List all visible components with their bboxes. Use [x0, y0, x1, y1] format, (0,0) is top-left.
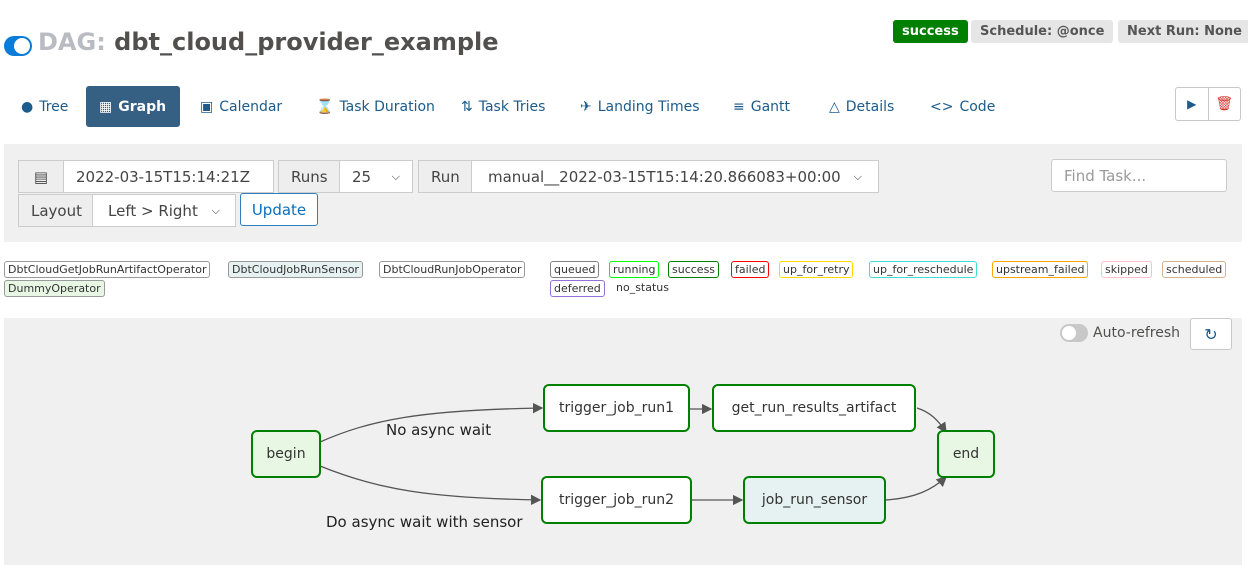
task-node-begin[interactable]: begin	[251, 430, 321, 478]
update-button[interactable]: Update	[240, 193, 318, 226]
layout-select[interactable]: Left > Right ⌵	[92, 194, 236, 227]
legend-state-failed[interactable]: failed	[731, 261, 770, 278]
edge-begin-trigger1	[319, 402, 544, 443]
tab-label: Gantt	[750, 98, 791, 115]
dag-prefix: DAG:	[38, 28, 106, 56]
tree-icon: ●	[21, 98, 34, 115]
legend-operator: DbtCloudGetJobRunArtifactOperator	[4, 261, 211, 278]
tab-label: Calendar	[219, 98, 283, 115]
task-node-job-run-sensor[interactable]: job_run_sensor	[743, 476, 886, 524]
chevron-down-icon: ⌵	[853, 169, 862, 183]
find-task-input[interactable]: Find Task...	[1051, 159, 1227, 192]
refresh-button[interactable]: ↻	[1190, 318, 1232, 350]
play-icon: ▶	[1187, 97, 1197, 111]
plane-landing-icon: ✈	[580, 98, 592, 115]
trigger-dag-button[interactable]: ▶	[1176, 88, 1209, 120]
legend-state-upstream-failed[interactable]: upstream_failed	[992, 261, 1089, 278]
tab-label: Details	[845, 98, 895, 115]
trash-icon: 🗑	[1215, 96, 1234, 112]
tab-task-tries[interactable]: ⇅ Task Tries	[448, 86, 558, 127]
tab-label: Tree	[39, 98, 69, 115]
legend-state-queued[interactable]: queued	[550, 261, 600, 278]
legend-operator: DummyOperator	[4, 280, 105, 297]
tab-code[interactable]: <> Code	[917, 86, 1008, 127]
tab-landing-times[interactable]: ✈ Landing Times	[567, 86, 713, 127]
legend-operator: DbtCloudRunJobOperator	[379, 261, 526, 278]
tab-tree[interactable]: ● Tree	[8, 86, 81, 127]
execution-date-input[interactable]: 2022-03-15T15:14:21Z	[63, 160, 274, 193]
legend-state-scheduled[interactable]: scheduled	[1162, 261, 1227, 278]
legend-state-no-status[interactable]: no_status	[616, 281, 670, 294]
calendar-icon: ▣	[200, 98, 214, 115]
task-node-trigger-job-run1[interactable]: trigger_job_run1	[543, 384, 690, 432]
dag-pause-toggle[interactable]	[4, 36, 32, 56]
delete-dag-button[interactable]: 🗑	[1209, 88, 1241, 120]
tab-calendar[interactable]: ▣ Calendar	[187, 86, 295, 127]
runs-label: Runs	[278, 160, 340, 193]
hourglass-icon: ⌛	[316, 98, 334, 115]
edge-begin-trigger2	[319, 465, 542, 506]
tab-label: Task Duration	[339, 98, 435, 115]
chevron-down-icon: ⌵	[391, 169, 400, 183]
runs-select[interactable]: 25 ⌵	[339, 160, 413, 193]
tab-label: Task Tries	[478, 98, 546, 115]
edge-sensor-end	[885, 476, 947, 501]
auto-refresh-toggle[interactable]	[1060, 324, 1088, 342]
graph-controls: ▤ 2022-03-15T15:14:21Z Runs 25 ⌵ Run manu…	[4, 144, 1242, 242]
edge-label-no-async: No async wait	[386, 421, 492, 439]
legend-state-skipped[interactable]: skipped	[1101, 261, 1152, 278]
legend-state-deferred[interactable]: deferred	[550, 280, 605, 297]
task-node-trigger-job-run2[interactable]: trigger_job_run2	[541, 476, 692, 524]
legend-state-running[interactable]: running	[609, 261, 660, 278]
schedule-badge: Schedule: @once	[971, 20, 1114, 43]
run-label: Run	[418, 160, 472, 193]
edge-artifact-end	[916, 407, 947, 434]
legend-state-up-for-reschedule[interactable]: up_for_reschedule	[869, 261, 978, 278]
tab-graph[interactable]: ▦ Graph	[86, 86, 180, 127]
graph-icon: ▦	[99, 98, 113, 115]
legend-state-success[interactable]: success	[668, 261, 720, 278]
page-title: DAG: dbt_cloud_provider_example	[38, 28, 499, 56]
task-node-get-run-results-artifact[interactable]: get_run_results_artifact	[712, 384, 916, 432]
auto-refresh-label: Auto-refresh	[1093, 325, 1181, 341]
refresh-icon: ↻	[1204, 324, 1218, 344]
legend-operator: DbtCloudJobRunSensor	[228, 261, 363, 278]
toggle-knob	[14, 38, 30, 54]
dag-name: dbt_cloud_provider_example	[114, 28, 499, 56]
tab-label: Landing Times	[597, 98, 700, 115]
task-node-end[interactable]: end	[937, 430, 995, 478]
run-select[interactable]: manual__2022-03-15T15:14:20.866083+00:00…	[471, 160, 879, 193]
layout-label: Layout	[18, 194, 93, 227]
tab-gantt[interactable]: ≡ Gantt	[720, 86, 803, 127]
code-icon: <>	[930, 98, 954, 115]
toggle-knob	[1062, 326, 1076, 340]
tab-task-duration[interactable]: ⌛ Task Duration	[303, 86, 448, 127]
state-badge: success	[893, 20, 968, 43]
next-run-badge: Next Run: None	[1118, 20, 1248, 43]
layout-value: Left > Right	[108, 201, 198, 220]
run-value: manual__2022-03-15T15:14:20.866083+00:00	[488, 167, 841, 186]
tab-details[interactable]: △ Details	[816, 86, 907, 127]
calendar-icon: ▤	[18, 160, 64, 193]
runs-value: 25	[352, 167, 372, 186]
retry-icon: ⇅	[461, 98, 473, 115]
tab-label: Graph	[118, 98, 167, 115]
dag-actions: ▶ 🗑	[1175, 87, 1241, 121]
warning-triangle-icon: △	[829, 98, 840, 115]
gantt-icon: ≡	[733, 98, 745, 115]
tab-label: Code	[959, 98, 996, 115]
edge-label-async: Do async wait with sensor	[326, 513, 523, 531]
chevron-down-icon: ⌵	[211, 203, 220, 217]
legend-state-up-for-retry[interactable]: up_for_retry	[779, 261, 854, 278]
